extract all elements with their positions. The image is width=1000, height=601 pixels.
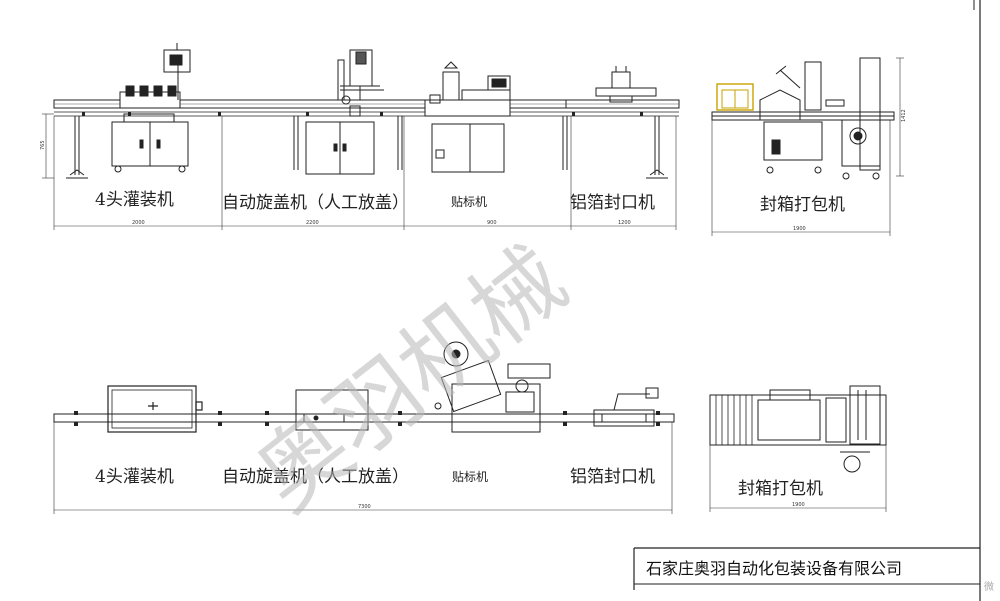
top-case-packer: 1412 1900 封箱打包机 — [711, 57, 907, 236]
corner-text: 微 — [984, 580, 994, 593]
packer-width-bottom-value: 1900 — [792, 502, 805, 508]
top-labeling-machine — [424, 61, 567, 173]
bottom-label-sealing: 铝箔封口机 — [570, 467, 655, 487]
top-label-capping: 自动旋盖机（人工放盖） — [222, 193, 409, 213]
top-seg1-value: 2000 — [132, 220, 145, 226]
top-height-dimension — [42, 113, 54, 179]
top-seg4-value: 1200 — [618, 220, 631, 226]
top-height-value: 765 — [40, 140, 46, 150]
packer-height-value: 1412 — [901, 109, 907, 122]
company-name: 石家庄奥羽自动化包装设备有限公司 — [646, 559, 902, 578]
bottom-production-line: 7300 4头灌装机 自动旋盖机（人工放盖） 贴标机 铝箔封口机 — [53, 341, 675, 514]
bottom-capping-machine — [295, 389, 369, 431]
top-label-packing: 封箱打包机 — [760, 195, 845, 215]
top-label-labeling: 贴标机 — [451, 195, 487, 209]
top-segment-dimensions — [53, 116, 677, 230]
top-capping-machine — [305, 49, 384, 175]
packer-width-top-value: 1900 — [793, 226, 806, 232]
top-production-line: 765 2000 2200 900 1200 4头灌装机 自动旋盖机（人工放盖）… — [40, 43, 680, 230]
top-filling-machine — [111, 43, 191, 173]
bottom-case-packer: 1900 封箱打包机 — [709, 385, 887, 512]
bottom-filling-machine — [107, 385, 203, 433]
bottom-sealing-machine — [593, 387, 659, 427]
bottom-total-dimension — [53, 422, 673, 514]
top-label-filling: 4头灌装机 — [95, 190, 174, 210]
bottom-label-packing: 封箱打包机 — [738, 479, 823, 499]
top-label-sealing: 铝箔封口机 — [570, 193, 655, 213]
watermark: 奥羽机械 — [237, 227, 585, 531]
bottom-total-value: 7300 — [358, 504, 371, 510]
top-sealing-machine — [595, 66, 657, 103]
bottom-labeling-machine — [434, 341, 551, 433]
bottom-label-capping: 自动旋盖机（人工放盖） — [222, 467, 409, 487]
title-block: 石家庄奥羽自动化包装设备有限公司 — [633, 547, 980, 590]
bottom-label-labeling: 贴标机 — [452, 470, 488, 484]
bottom-label-filling: 4头灌装机 — [95, 467, 174, 487]
top-seg2-value: 2200 — [306, 220, 319, 226]
bottom-conveyor — [53, 413, 675, 423]
top-seg3-value: 900 — [487, 220, 497, 226]
